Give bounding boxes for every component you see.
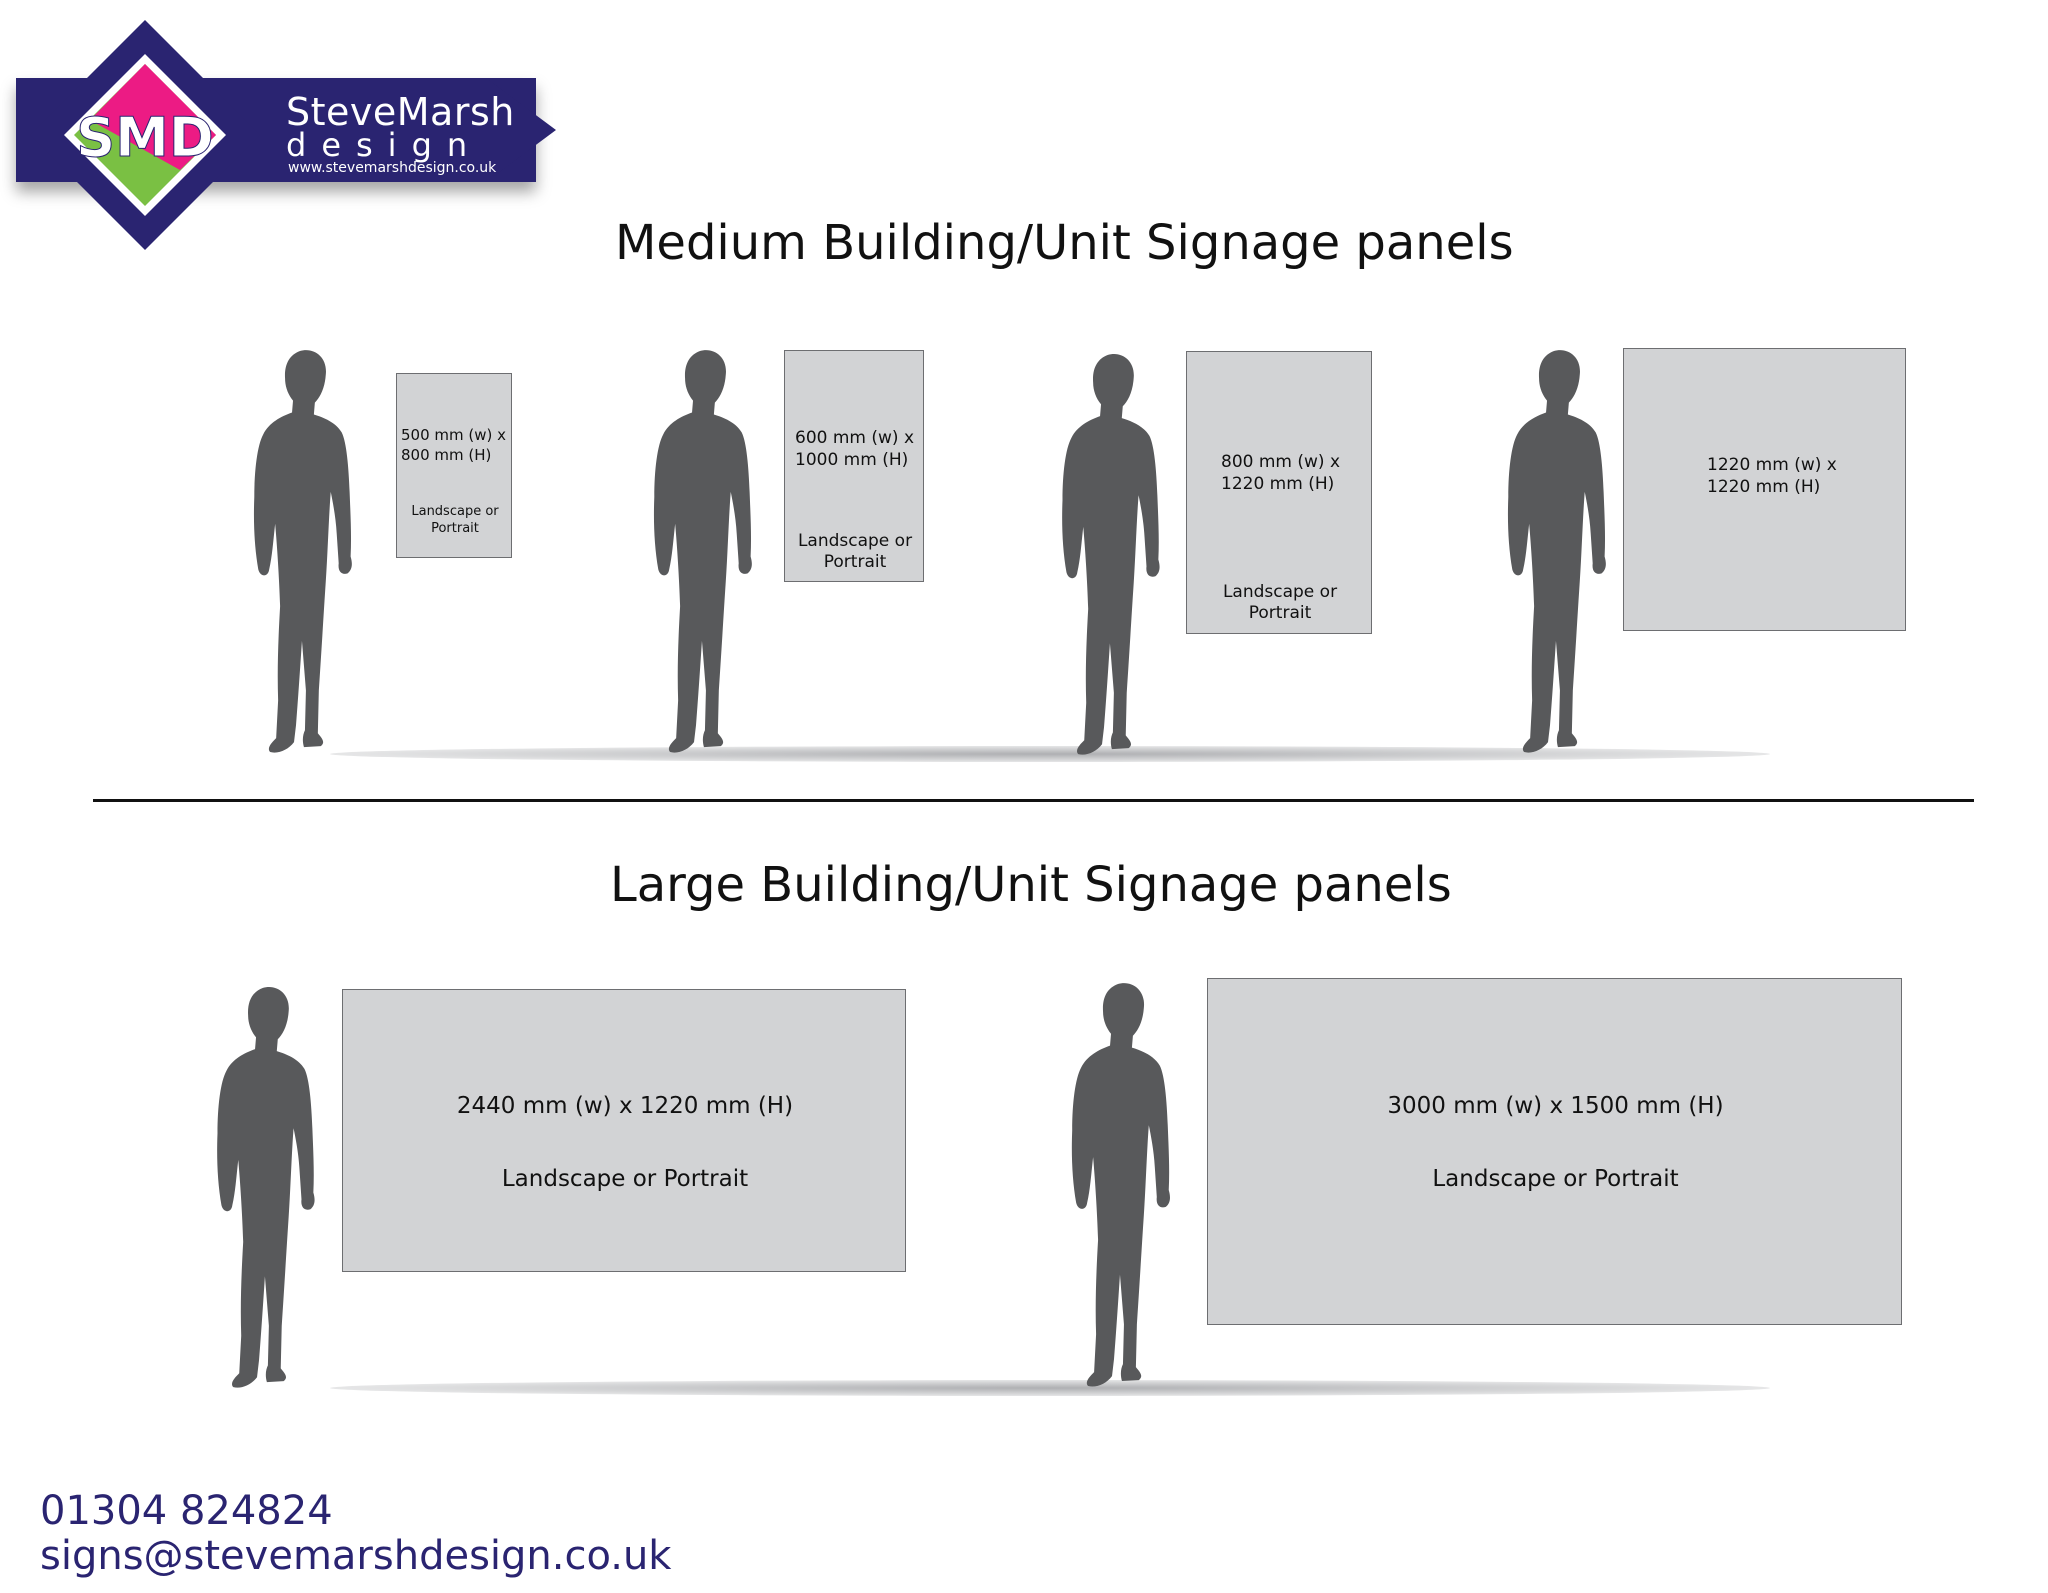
- panel-orientation-text: Landscape or: [797, 531, 913, 551]
- panel-height-text: 1000 mm (H): [795, 450, 909, 470]
- person-silhouette-icon: [1486, 343, 1614, 760]
- panel-width-text: 600 mm (w) x: [795, 428, 915, 448]
- section-divider: [93, 799, 1974, 802]
- signage-panel-large: 3000 mm (w) x 1500 mm (H) Landscape or P…: [1207, 978, 1902, 1325]
- signage-panel: 500 mm (w) x 800 mm (H) Landscape or Por…: [396, 373, 512, 558]
- panel-orientation-text: Landscape or Portrait: [501, 1166, 749, 1192]
- panel-height-text: 1220 mm (H): [1707, 477, 1821, 497]
- person-silhouette-icon: [1040, 347, 1168, 762]
- signage-panel: 800 mm (w) x 1220 mm (H) Landscape or Po…: [1186, 351, 1372, 634]
- signage-panel-large: 2440 mm (w) x 1220 mm (H) Landscape or P…: [342, 989, 906, 1272]
- ground-shadow-medium: [330, 746, 1770, 762]
- panel-orientation-text: Landscape or: [1222, 582, 1338, 602]
- panel-orientation-text: Landscape or: [411, 504, 499, 519]
- logo-url: www.stevemarshdesign.co.uk: [288, 160, 497, 176]
- logo: SMD SteveMarsh design www.stevemarshdesi…: [0, 0, 600, 270]
- panel-width-text: 500 mm (w) x: [401, 426, 507, 444]
- panel-dimensions-text: 2440 mm (w) x 1220 mm (H): [456, 1093, 794, 1119]
- panel-orientation-text: Portrait: [431, 521, 479, 536]
- signage-panel: 1220 mm (w) x 1220 mm (H): [1623, 348, 1906, 631]
- person-silhouette-icon: [195, 980, 323, 1395]
- logo-sub: design: [286, 126, 483, 164]
- panel-width-text: 1220 mm (w) x: [1707, 455, 1837, 475]
- panel-height-text: 1220 mm (H): [1221, 474, 1335, 494]
- person-silhouette-icon: [632, 343, 760, 760]
- logo-monogram: SMD: [76, 106, 213, 169]
- contact-phone[interactable]: 01304 824824: [40, 1488, 333, 1534]
- panel-dimensions-text: 3000 mm (w) x 1500 mm (H): [1387, 1093, 1724, 1119]
- logo-band-tip: [486, 78, 556, 182]
- panel-orientation-text: Landscape or Portrait: [1432, 1166, 1679, 1192]
- person-silhouette-icon: [232, 343, 360, 760]
- panel-orientation-text: Portrait: [823, 552, 887, 572]
- medium-section-title: Medium Building/Unit Signage panels: [615, 215, 1514, 271]
- logo-diamond: SMD: [30, 20, 260, 250]
- signage-panel: 600 mm (w) x 1000 mm (H) Landscape or Po…: [784, 350, 924, 582]
- contact-email[interactable]: signs@stevemarshdesign.co.uk: [40, 1533, 672, 1579]
- panel-width-text: 800 mm (w) x: [1221, 452, 1341, 472]
- panel-orientation-text: Portrait: [1248, 603, 1312, 623]
- logo-name: SteveMarsh: [286, 90, 515, 134]
- large-section-title: Large Building/Unit Signage panels: [610, 857, 1452, 913]
- panel-height-text: 800 mm (H): [401, 446, 492, 464]
- person-silhouette-icon: [1050, 976, 1178, 1394]
- ground-shadow-large: [330, 1380, 1770, 1396]
